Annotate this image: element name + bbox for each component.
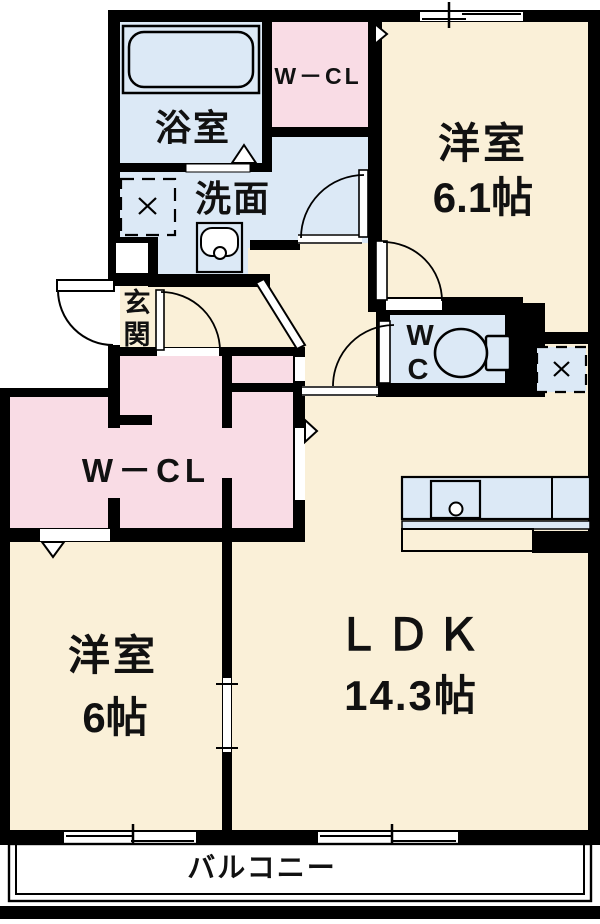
bathroom-door-marker [230,143,258,164]
wcl-cubby-opening [295,357,305,381]
wcl-right-door-marker [304,417,319,445]
wall-segment [376,383,523,397]
bedroom1-top-window [420,12,523,21]
wc-label-1: W [406,320,434,352]
bedroom1-door-slot [386,299,442,310]
washroom-door-leaf [358,169,369,238]
wcl-bottom-opening [40,529,110,541]
floor-fills [6,12,590,843]
washroom-threshold [298,234,362,244]
entrance-label-2: 関 [124,320,151,350]
bathtub-icon [121,24,261,95]
wcl-top-label: W－CL [274,63,361,89]
washroom-floor-right [266,133,372,243]
ldk-size: 14.3帖 [344,672,478,719]
wc-label-2: C [408,354,429,386]
washing-machine-x [138,197,157,215]
hall-diagonal-door-leaf [254,277,307,351]
wall-segment [108,345,120,428]
bedroom1-corner-marker [374,21,389,47]
balcony-inner-line [15,845,585,895]
ldk-window [318,832,458,844]
bathroom-door-slot [185,163,251,173]
bathtub-inner [127,30,255,89]
wall-segment [108,10,600,22]
washbasin-drain [213,246,227,260]
wall-segment [368,10,382,312]
bedroom2-size: 6帖 [82,694,147,741]
bedroom2-window [64,832,196,844]
wcl-door-swing-arc [160,291,221,352]
wall-niche [116,243,148,273]
wc-door-swing-arc [332,324,395,387]
wall-segment [230,383,305,392]
wall-segment [250,240,300,250]
wcl-main-label: W－CL [82,452,210,489]
toilet-tank [484,334,512,372]
bathroom-label: 浴室 [155,107,231,148]
entrance-label-1: 玄 [124,287,151,318]
bedroom2-label: 洋室 [68,632,158,679]
wall-segment [0,388,10,845]
wcl-main-floor [6,392,302,534]
wcl-top-floor [270,16,372,132]
wall-segment [268,127,372,137]
doors [56,169,443,387]
bedroom1-label: 洋室 [438,120,528,167]
bedroom1-door-swing-arc [382,241,443,302]
kitchen-counter-icon [400,475,592,521]
wall-segment [262,10,272,172]
wcl-right-opening [295,428,305,500]
kitchen-base-outline [401,528,534,552]
entrance-door-swing-arc [57,289,114,346]
kitchen-sink [429,479,482,520]
entrance-opening [109,286,120,345]
washroom-label: 洗面 [195,178,271,219]
wall-segment [540,332,600,344]
fixtures [119,24,592,552]
balcony [7,842,593,903]
ldk-label: ＬＤＫ [336,611,486,660]
wall-segment [222,478,232,542]
openings [40,163,442,752]
wall-segment [108,10,120,240]
wall-segment [108,415,152,425]
wall-segment [588,10,600,845]
kitchen-faucet [448,501,464,517]
washing-machine-space-icon [119,177,177,237]
wcl-entry-opening [157,348,219,356]
wall-segment [0,388,112,397]
balcony-rail [7,842,593,903]
toilet-icon [433,327,489,379]
wall-segment [532,531,600,553]
hall-ldk-threshold [302,386,378,396]
washbasin-icon [195,221,244,274]
washroom-door-swing-arc [300,174,365,239]
windows [64,2,523,852]
wall-segment [222,347,232,428]
bedroom1-door-leaf [375,240,388,301]
labels: 浴室 W－CL 洋室 6.1帖 洗面 玄 関 W C W－CL 洋室 6帖 ＬＤ… [68,63,533,883]
entrance-door-leaf [56,279,115,292]
door-markers [40,21,389,559]
wcl-bottom-door-marker [40,541,66,559]
balcony-label: バルコニー [187,852,336,883]
ground-line [0,906,600,919]
wall-segment [108,498,120,532]
kitchen-counter-edge [401,520,591,530]
bedroom1-size: 6.1帖 [433,174,533,221]
wcl-door-leaf [155,289,165,351]
wc-door-leaf [378,320,391,384]
bedroom2-sliding-door [223,678,231,752]
refrigerator-x [553,361,570,377]
wall-segment [148,274,270,287]
